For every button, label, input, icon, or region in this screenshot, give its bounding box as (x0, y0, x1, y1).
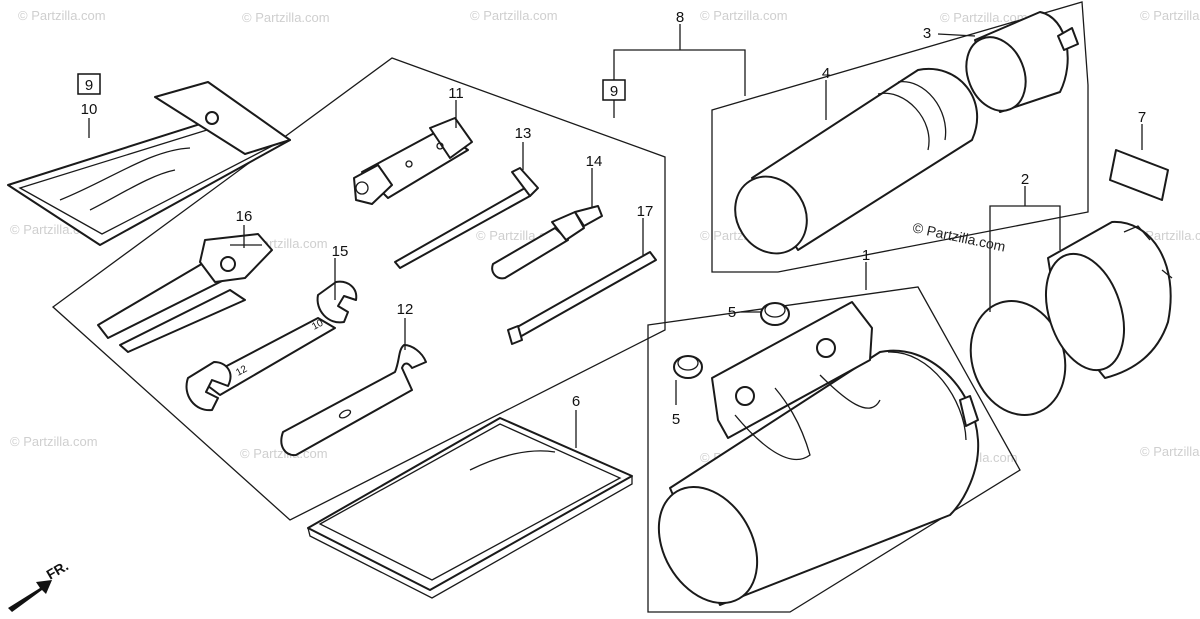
callout-15: 15 (332, 243, 349, 260)
wrench-size-mark: 12 (234, 364, 249, 379)
tool-case-outline (647, 286, 1021, 613)
wrench-size-mark: 10 (310, 318, 325, 333)
front-label: FR. (44, 557, 72, 582)
tool-kit-outline (51, 57, 666, 521)
callout-14: 14 (586, 153, 603, 170)
callout-9: 9 (610, 83, 618, 100)
callout-6: 6 (572, 393, 580, 410)
box-wrench[interactable] (353, 117, 473, 205)
center-watermark: © Partzilla.com (911, 219, 1007, 254)
end-cap[interactable] (956, 11, 1079, 120)
callout-10: 10 (81, 101, 98, 118)
callout-9: 9 (85, 77, 93, 94)
callout-11: 11 (448, 85, 464, 102)
front-indicator: FR. (8, 557, 71, 612)
watermark: © Partzilla.com (1140, 444, 1200, 459)
watermark: © Partzilla.com (10, 434, 98, 449)
owners-manual[interactable] (307, 417, 633, 599)
watermark: © Partzilla.com (700, 8, 788, 23)
callout-5: 5 (728, 304, 736, 321)
tool-case[interactable] (639, 301, 980, 619)
callout-8: 8 (676, 9, 684, 26)
pliers[interactable] (97, 233, 273, 353)
tommy-bar[interactable] (394, 167, 539, 269)
watermark: © Partzilla.com (1140, 8, 1200, 23)
callout-box (77, 73, 101, 95)
grommet-upper[interactable] (760, 302, 790, 326)
watermark: © Partzilla.com (18, 8, 106, 23)
leader-lines (88, 24, 1143, 448)
pin-spanner[interactable] (280, 344, 427, 457)
tool-case-body[interactable] (721, 67, 979, 267)
front-arrow-icon (8, 580, 52, 612)
watermark: © Partzilla.com (242, 10, 330, 25)
watermark: © Partzilla.com (940, 10, 1028, 25)
cap-ring[interactable] (956, 220, 1173, 427)
watermark: © Partzilla.com (470, 8, 558, 23)
tool-bag[interactable] (7, 81, 291, 246)
screwdriver-shaft[interactable] (507, 251, 657, 345)
callout-17: 17 (637, 203, 654, 220)
callout-4: 4 (822, 65, 830, 82)
callout-box (602, 79, 626, 101)
callouts: 9 10 16 15 12 11 13 14 17 6 8 9 4 3 7 2 … (77, 9, 1146, 428)
case-cover-outline (711, 1, 1089, 273)
wrench[interactable]: 12 10 (185, 280, 358, 412)
callout-16: 16 (236, 208, 253, 225)
callout-13: 13 (515, 125, 532, 142)
callout-3: 3 (923, 25, 931, 42)
callout-1: 1 (862, 247, 870, 264)
screwdriver[interactable] (491, 205, 603, 280)
label-sticker[interactable] (1109, 149, 1169, 201)
grommet-lower[interactable] (673, 355, 703, 379)
callout-7: 7 (1138, 109, 1146, 126)
callout-12: 12 (397, 301, 414, 318)
group-outlines (51, 1, 1089, 613)
callout-2: 2 (1021, 171, 1029, 188)
callout-5: 5 (672, 411, 680, 428)
